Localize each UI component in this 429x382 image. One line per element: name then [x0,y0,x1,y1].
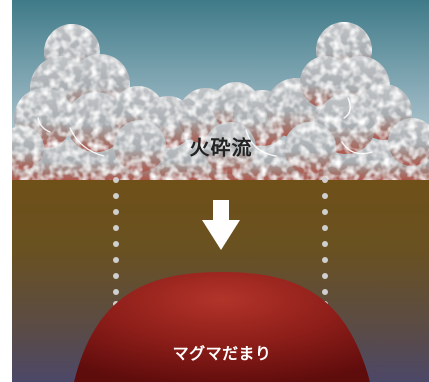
conduit-right-dots [322,177,328,307]
arrow-down-icon [202,200,240,250]
conduit-left-dots [113,177,119,307]
cloud-curls [37,97,373,157]
magma-chamber [74,272,370,382]
magma-chamber-label: マグマだまり [172,344,272,363]
pyroclastic-cloud [12,22,429,180]
pyroclastic-flow-label: 火砕流 [189,135,253,160]
